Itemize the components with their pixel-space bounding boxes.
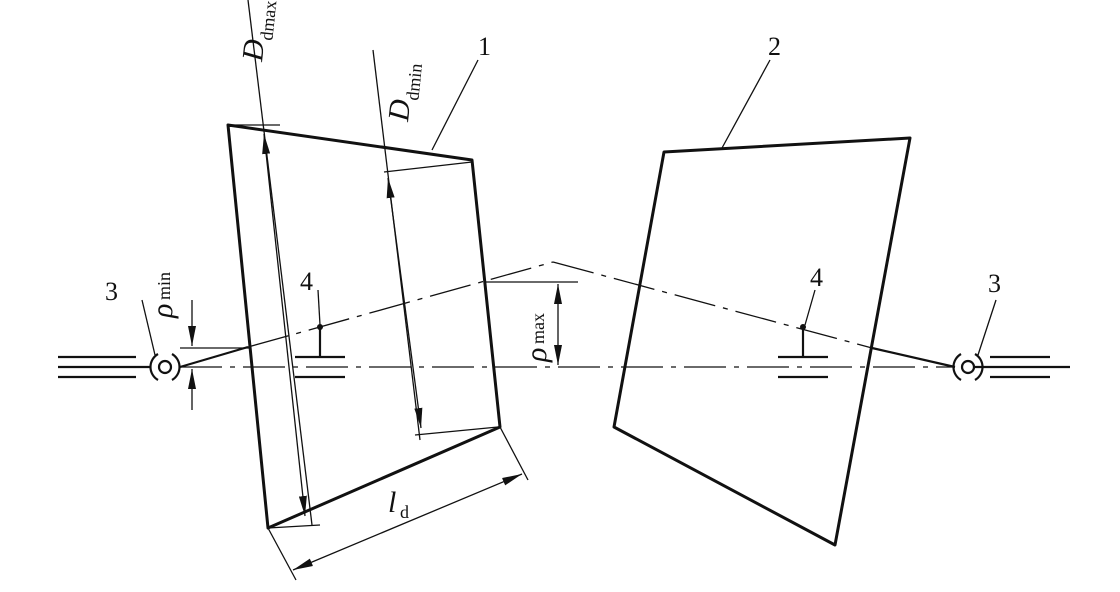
leader-4-right: [804, 289, 816, 326]
label-rho-min: ρ min: [146, 272, 179, 319]
label-d-min: D dmin: [382, 62, 426, 123]
rho-min-sub: min: [154, 272, 174, 300]
rho-max-symbol: ρ: [520, 348, 553, 363]
beam-right-dashed: [552, 261, 873, 349]
l-d-sub: d: [400, 502, 409, 522]
leader-3-left: [141, 299, 156, 356]
mirror-4-left: [295, 324, 345, 379]
leader-2: [721, 59, 771, 149]
d-max-sub: dmax: [256, 0, 280, 41]
d-min-sub: dmin: [402, 62, 426, 101]
dim-l-d: [267, 426, 529, 581]
bearing-right: [952, 353, 1070, 381]
dim-rho-min: [180, 300, 250, 410]
bearing-left: [58, 353, 181, 381]
label-rho-max: ρ max: [520, 313, 553, 363]
leader-1: [431, 59, 479, 151]
label-part-2: 2: [768, 32, 781, 61]
leader-4-left: [317, 289, 321, 326]
rho-max-sub: max: [528, 313, 548, 344]
label-part-1: 1: [478, 32, 491, 61]
label-part-3-right: 3: [988, 269, 1001, 298]
label-part-4-left: 4: [300, 267, 313, 296]
label-part-3-left: 3: [105, 277, 118, 306]
dim-d-min: [372, 49, 499, 441]
part-1-prism: [226, 123, 502, 530]
label-l-d: l d: [388, 486, 409, 522]
dim-rho-max: [485, 281, 578, 365]
d-max-symbol: D: [236, 37, 271, 63]
beam-right-solid: [871, 346, 956, 369]
beam-left-solid: [179, 345, 249, 369]
leader-3-right: [977, 299, 997, 356]
part-2-prism: [612, 136, 912, 547]
l-d-symbol: l: [388, 486, 396, 519]
rho-min-symbol: ρ: [146, 304, 179, 319]
label-d-max: D dmax: [236, 0, 280, 64]
label-part-4-right: 4: [810, 263, 823, 292]
mirror-4-right: [778, 324, 828, 379]
d-min-symbol: D: [382, 97, 417, 123]
